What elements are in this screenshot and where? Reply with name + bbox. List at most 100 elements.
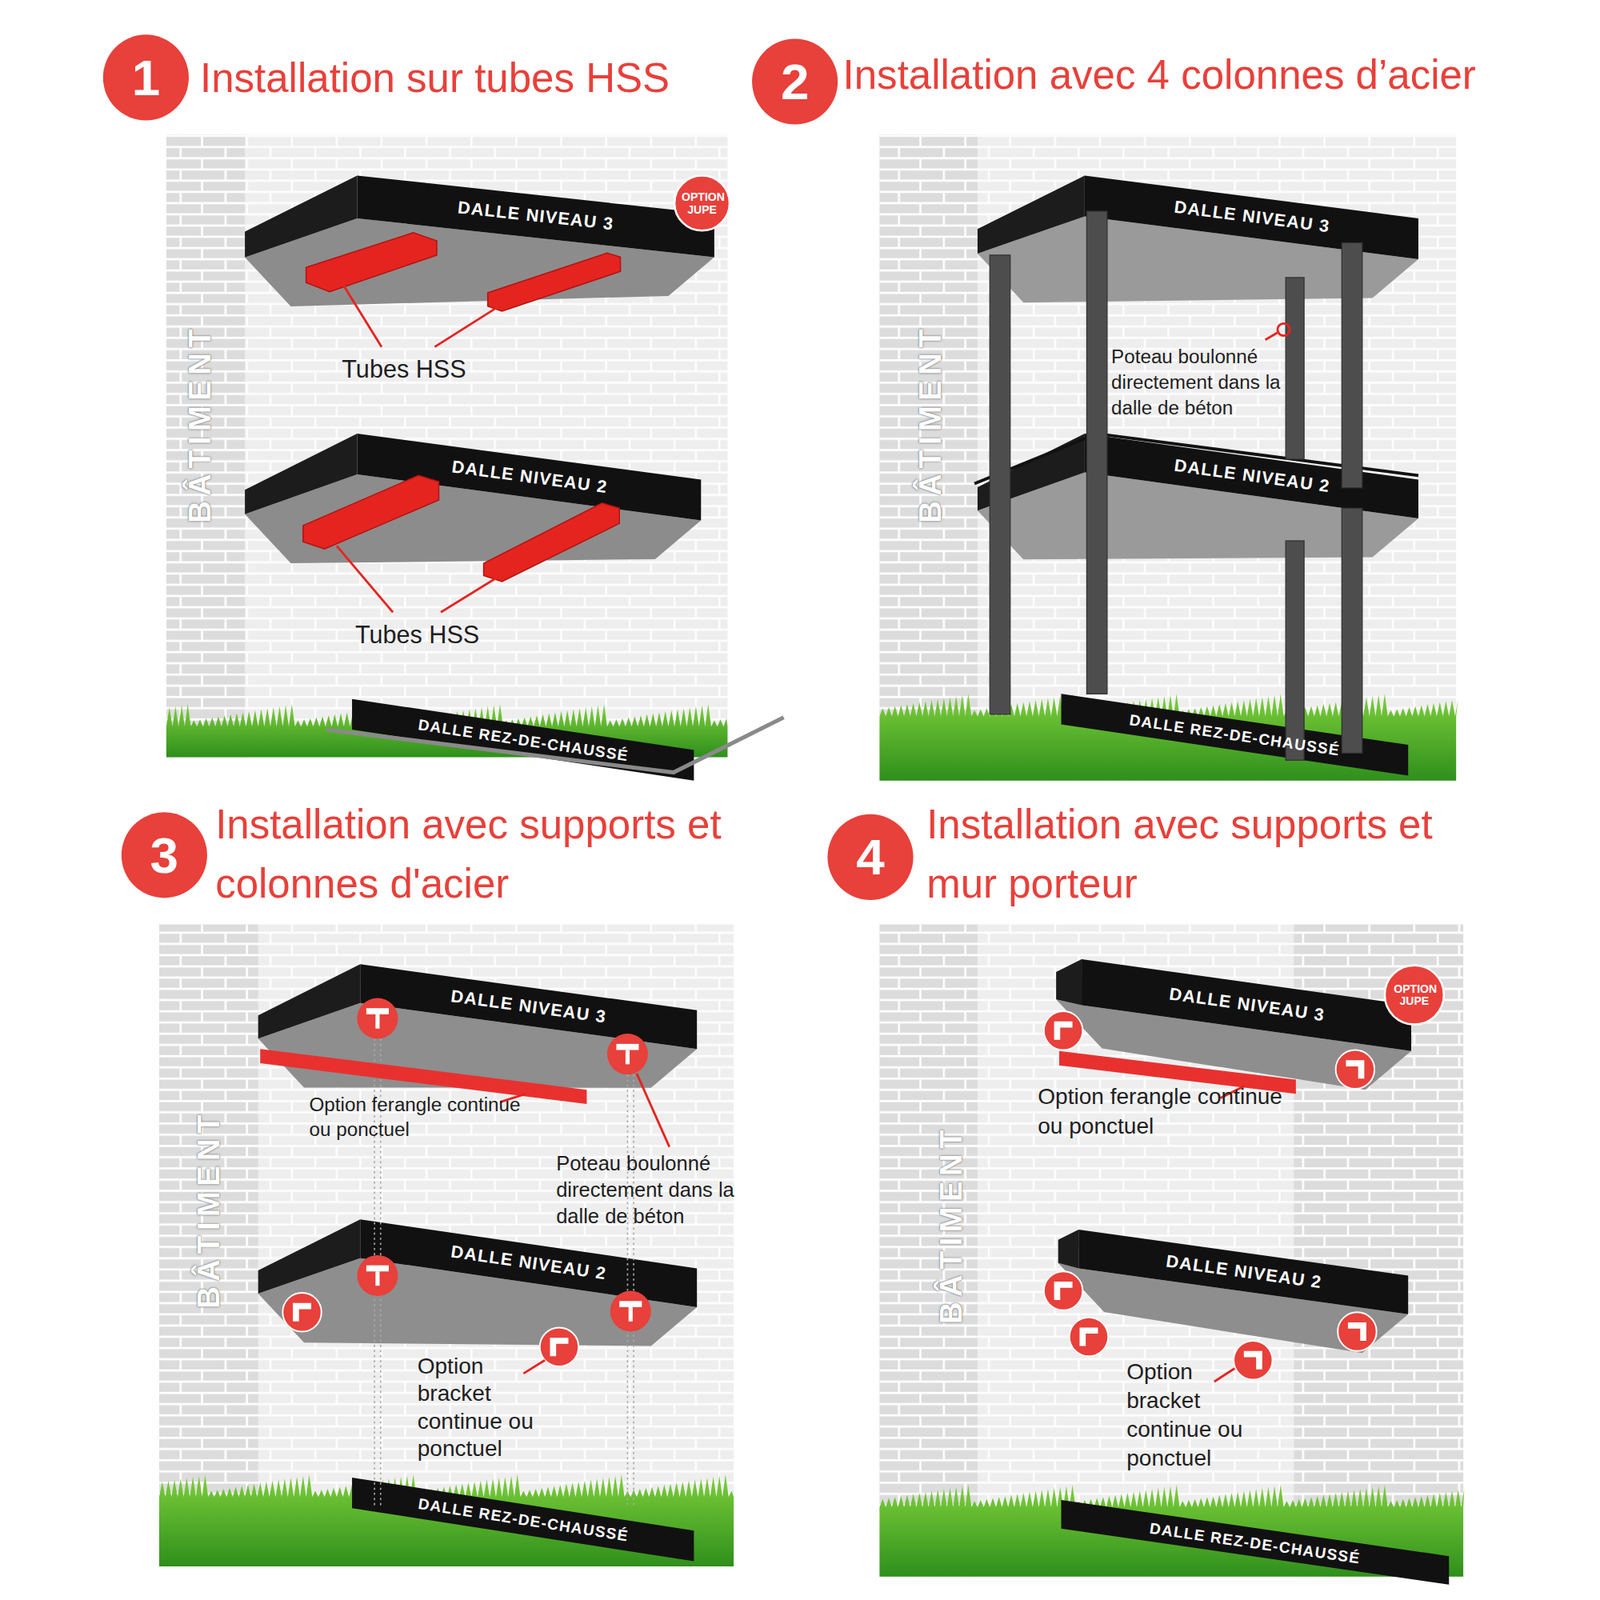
hss-tube [306, 232, 437, 292]
steel-column [1285, 277, 1304, 460]
label-anchor: Option bracket continue ou ponctuel [417, 1352, 556, 1463]
bolt-icon [610, 1291, 652, 1332]
label-anchor: Option ferangle continue ou ponctuel [1037, 1081, 1288, 1141]
bracket-circle [540, 1327, 579, 1366]
label-anchor: BÂTIMENT [192, 1109, 227, 1309]
callout-number: 1 [103, 34, 189, 120]
post-dotted [627, 1038, 629, 1505]
wall-bricks [879, 134, 1456, 780]
steel-column [1341, 243, 1363, 488]
building-bricks [166, 134, 245, 757]
panel-2 [879, 134, 1458, 780]
building-column [879, 924, 977, 1577]
wall [159, 924, 734, 1567]
slab-edge [360, 1219, 697, 1308]
label-anchor: Poteau boulonné directement dans la dall… [1111, 344, 1305, 421]
label-anchor: Tubes HSS [355, 619, 519, 650]
bracket-icon [282, 1292, 321, 1332]
panel-title: Installation avec 4 colonnes d’acier [843, 49, 1588, 99]
bracket-angle [292, 1303, 312, 1322]
wall-bricks [166, 134, 728, 757]
option-text: OPTION JUPE [681, 191, 723, 216]
label-anchor: BÂTIMENT [913, 324, 948, 524]
bolt-icon [607, 1033, 648, 1075]
wall-bricks [879, 924, 1464, 1577]
bracket-circle [1044, 1011, 1083, 1050]
slab-edge-label: DALLE REZ-DE-CHAUSSÉ [416, 1494, 630, 1544]
bolt-shaft [625, 1049, 630, 1064]
callout-label: Option bracket continue ou ponctuel [1126, 1358, 1264, 1473]
bracket-circle [282, 1292, 321, 1332]
leader-line [338, 277, 382, 348]
slab-edge [1084, 433, 1419, 519]
slab-name: DALLE NIVEAU 3 [449, 985, 608, 1028]
callout-number: 2 [752, 38, 838, 124]
building-column [879, 134, 977, 780]
slab-edge-label: DALLE NIVEAU 2 [449, 456, 608, 498]
bracket-angle [1348, 1322, 1367, 1341]
bolt-shaft [375, 1014, 380, 1029]
slab-edge [1081, 959, 1412, 1052]
slab-edge-label: DALLE REZ-DE-CHAUSSÉ [1128, 710, 1341, 759]
bolt-head [366, 1265, 389, 1272]
wall [879, 924, 1464, 1577]
slab-edge-label: DALLE REZ-DE-CHAUSSÉ [416, 715, 630, 764]
bracket-angle [549, 1337, 568, 1356]
slab-name: DALLE NIVEAU 2 [1164, 1251, 1323, 1293]
hss-tube [488, 252, 621, 312]
leader-line [336, 545, 393, 612]
label-anchor: Option ferangle continue ou ponctuel [308, 1092, 528, 1142]
bracket-angle [1244, 1351, 1263, 1370]
bracket-circle [1044, 1271, 1083, 1310]
post-dotted [632, 1038, 635, 1505]
bolt-head [619, 1300, 642, 1308]
slab-side [244, 433, 357, 515]
slab-edge-label: DALLE NIVEAU 2 [1172, 455, 1332, 497]
slab-edge-label: DALLE NIVEAU 3 [449, 985, 608, 1028]
slab-edge-label: DALLE NIVEAU 2 [449, 1241, 608, 1284]
slab-name: DALLE NIVEAU 2 [1172, 455, 1332, 497]
panel-title: Installation sur tubes HSS [200, 52, 833, 102]
steel-column [1341, 508, 1363, 753]
callout-label: Option ferangle continue ou ponctuel [1037, 1081, 1288, 1141]
slab-name: DALLE REZ-DE-CHAUSSÉ [416, 1494, 630, 1544]
callout-label: Poteau boulonné directement dans la dall… [1111, 344, 1305, 421]
panel-title: Installation avec supports et colonnes d… [215, 795, 746, 914]
grass [159, 1474, 734, 1567]
building-bricks [879, 924, 977, 1577]
bracket-icon [540, 1327, 579, 1366]
slab-name: DALLE NIVEAU 3 [1167, 984, 1326, 1026]
bolt-head [366, 1008, 389, 1015]
panel-3 [159, 924, 734, 1567]
hss-tube [484, 503, 620, 582]
slab-name: DALLE REZ-DE-CHAUSSÉ [416, 715, 630, 764]
bolt-marker [1277, 323, 1290, 336]
number-badge: 1Installation sur tubes HSS [103, 34, 833, 120]
number-badge: 2Installation avec 4 colonnes d’acier [752, 38, 1588, 124]
building-column [166, 134, 245, 757]
panel-4 [879, 924, 1464, 1585]
slab-edge [1078, 1229, 1408, 1315]
bracket-angle [1079, 1327, 1098, 1346]
bolt-circle [356, 997, 398, 1039]
wall [166, 134, 728, 757]
panel-1 [166, 134, 784, 780]
bolt-circle [356, 1255, 398, 1296]
slab-edge-label: DALLE NIVEAU 2 [1164, 1251, 1323, 1293]
bracket-icon [1337, 1312, 1376, 1351]
slab-edge [352, 1477, 694, 1562]
bolt-circle [607, 1033, 648, 1075]
building-bricks [159, 924, 259, 1567]
slab-edge [360, 964, 697, 1049]
bolt-circle [610, 1291, 652, 1332]
building-bricks [879, 134, 977, 780]
slab-name: DALLE NIVEAU 3 [456, 197, 616, 236]
slab-side [1058, 1229, 1080, 1268]
slab-side [258, 964, 361, 1039]
building-label: BÂTIMENT [182, 324, 217, 524]
label-anchor: Tubes HSS [341, 354, 505, 385]
bolt-icon [356, 997, 398, 1039]
